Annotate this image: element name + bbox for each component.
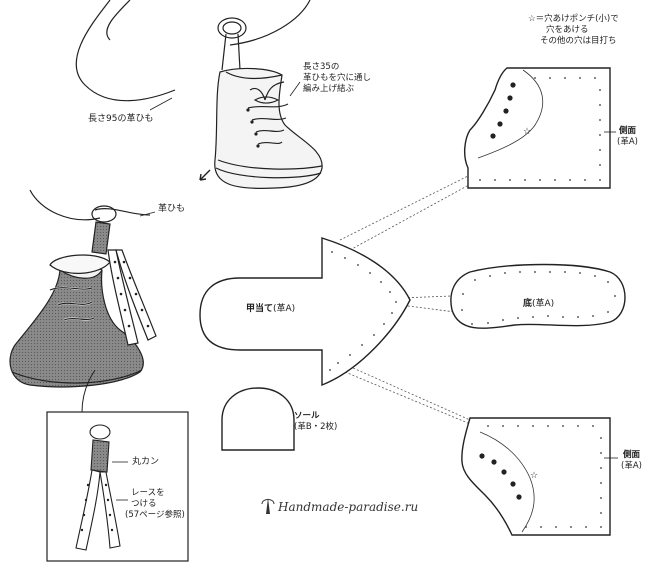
label-strap-length: 長さ95の革ひも	[88, 114, 154, 124]
guide-curve-side-bottom	[479, 431, 535, 533]
shoe-top-eyelet-4	[256, 144, 260, 148]
stitch-holes-bottom	[461, 271, 616, 325]
shoe-illustration-top	[75, 0, 323, 189]
label-tongue-material: (革A)	[273, 304, 296, 314]
shoe-top-eyelet-1	[246, 108, 250, 112]
label-lace-attach-line-2: つける	[131, 499, 157, 509]
eyelets-side-top	[490, 82, 516, 139]
label-lace: 長さ35の 革ひもを穴に通し 編み上げ結ぶ	[303, 62, 371, 95]
legend-line-2: 穴をあける	[546, 25, 589, 35]
watermark-logo-icon	[261, 498, 275, 514]
leader-lace	[289, 81, 301, 97]
guide-lines	[334, 174, 481, 429]
label-side-top-name: 側面	[618, 126, 636, 136]
label-lace-line-1: 長さ35の	[303, 62, 340, 72]
label-side-bottom-name: 側面	[622, 450, 640, 460]
pattern-bottom	[450, 263, 626, 329]
detail-lace-illustration	[75, 424, 121, 551]
star-mark-side-bottom: ☆	[530, 471, 538, 481]
legend-line-3: その他の穴は目打ち	[540, 36, 617, 46]
detail-connector	[81, 369, 96, 413]
legend-line-1: ☆＝穴あけポンチ(小)で	[528, 14, 619, 24]
lace-holes-left	[113, 260, 150, 328]
label-ring: 丸カン	[132, 457, 160, 467]
eyelets-side-bottom	[479, 453, 522, 500]
label-lace-attach-line-3: (57ページ参照)	[125, 510, 185, 520]
guide-curve-side-top	[477, 69, 543, 159]
shoe-top-eyelet-3	[254, 132, 258, 136]
pattern-side-top	[463, 67, 611, 189]
arrow-icon	[199, 169, 211, 181]
label-side-top-material: (革A)	[617, 137, 638, 147]
label-side-bottom: 側面 (革A)	[621, 450, 642, 472]
label-lace-attach: レースを つける (57ページ参照)	[125, 488, 185, 521]
label-lace-line-2: 革ひもを穴に通し	[303, 73, 372, 83]
label-bottom-name: 底	[523, 299, 533, 309]
leader-strap	[139, 211, 156, 217]
label-sole: ソール (革B・2枚)	[294, 411, 337, 433]
label-tongue-name: 甲当て	[246, 304, 274, 314]
label-lace-line-3: 編み上げ結ぶ	[303, 84, 355, 94]
label-side-bottom-material: (革A)	[621, 461, 642, 471]
shoe-top-eyelet-2	[250, 120, 254, 124]
pattern-side-bottom	[461, 417, 611, 536]
star-mark-side-top: ☆	[523, 127, 531, 137]
detail-box	[46, 411, 189, 562]
pattern-sole	[221, 387, 295, 451]
label-bottom: 底(革A)	[523, 299, 554, 310]
lace-holes-detail	[80, 483, 114, 532]
label-bottom-material: (革A)	[532, 299, 555, 309]
label-sole-name: ソール	[294, 411, 320, 421]
stitch-holes-side-bottom	[487, 425, 602, 528]
label-side-top: 側面 (革A)	[617, 126, 638, 148]
label-sole-material: (革B・2枚)	[294, 422, 338, 432]
stitch-holes-tongue	[329, 251, 397, 371]
label-strap: 革ひも	[158, 204, 186, 214]
label-tongue: 甲当て(革A)	[246, 304, 295, 315]
legend-note: ☆＝穴あけポンチ(小)で 穴をあける その他の穴は目打ち	[528, 14, 619, 47]
label-lace-attach-line-1: レースを	[131, 488, 165, 498]
watermark: Handmade-paradise.ru	[278, 500, 419, 514]
pattern-tongue	[199, 237, 411, 387]
shoe-illustration-left	[9, 189, 157, 388]
leader-strap-length	[149, 97, 173, 111]
stitch-holes-side-top	[479, 77, 601, 181]
